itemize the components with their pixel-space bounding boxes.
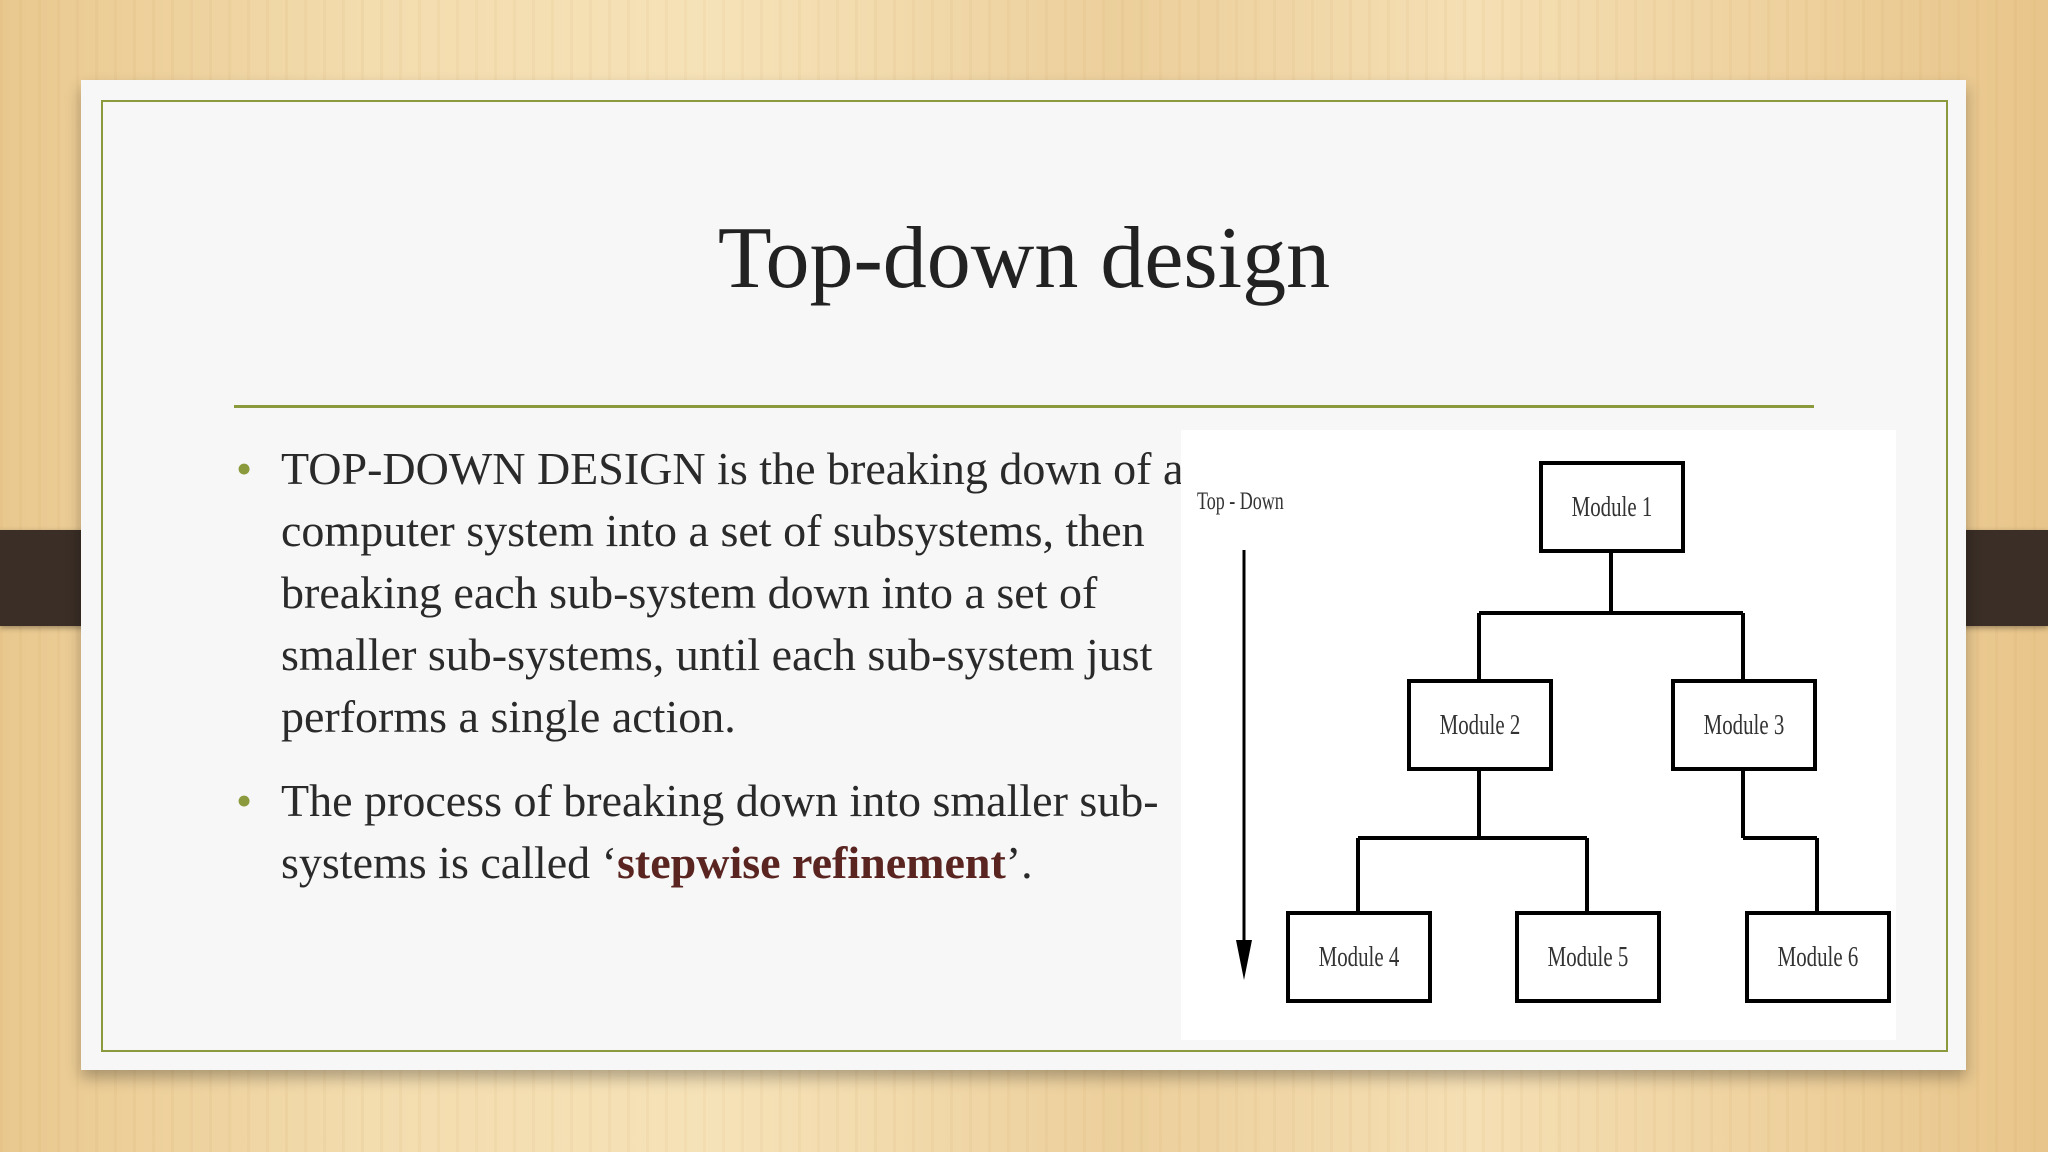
module-box-3: Module 3 [1671, 679, 1817, 771]
module-box-1: Module 1 [1539, 461, 1685, 553]
down-arrow-icon [1236, 940, 1252, 980]
module-box-5: Module 5 [1515, 911, 1661, 1003]
bullet-dot-icon: • [236, 775, 253, 826]
connector-lines [1236, 550, 1819, 980]
module-hierarchy-diagram: Top - Down Module 1 Module 2 Module 3 Mo… [1181, 430, 1896, 1040]
slide-title: Top-down design [717, 210, 1331, 307]
module-box-2: Module 2 [1407, 679, 1553, 771]
title-divider [234, 405, 1814, 408]
module-box-4: Module 4 [1286, 911, 1432, 1003]
highlighted-term: stepwise refinement [617, 837, 1006, 888]
bullet-text: The process of breaking down into smalle… [281, 775, 1159, 888]
bullet-text-end: ’. [1005, 837, 1033, 888]
bullet-item-1: • TOP-DOWN DESIGN is the breaking down o… [236, 438, 1186, 748]
bullet-text: TOP-DOWN DESIGN is the breaking down of … [281, 443, 1184, 742]
bullet-item-2: • The process of breaking down into smal… [236, 770, 1186, 894]
module-box-6: Module 6 [1745, 911, 1891, 1003]
bullet-list: • TOP-DOWN DESIGN is the breaking down o… [236, 438, 1186, 916]
axis-label: Top - Down [1197, 488, 1284, 515]
bullet-dot-icon: • [236, 443, 253, 494]
slide-border [101, 100, 1948, 1052]
